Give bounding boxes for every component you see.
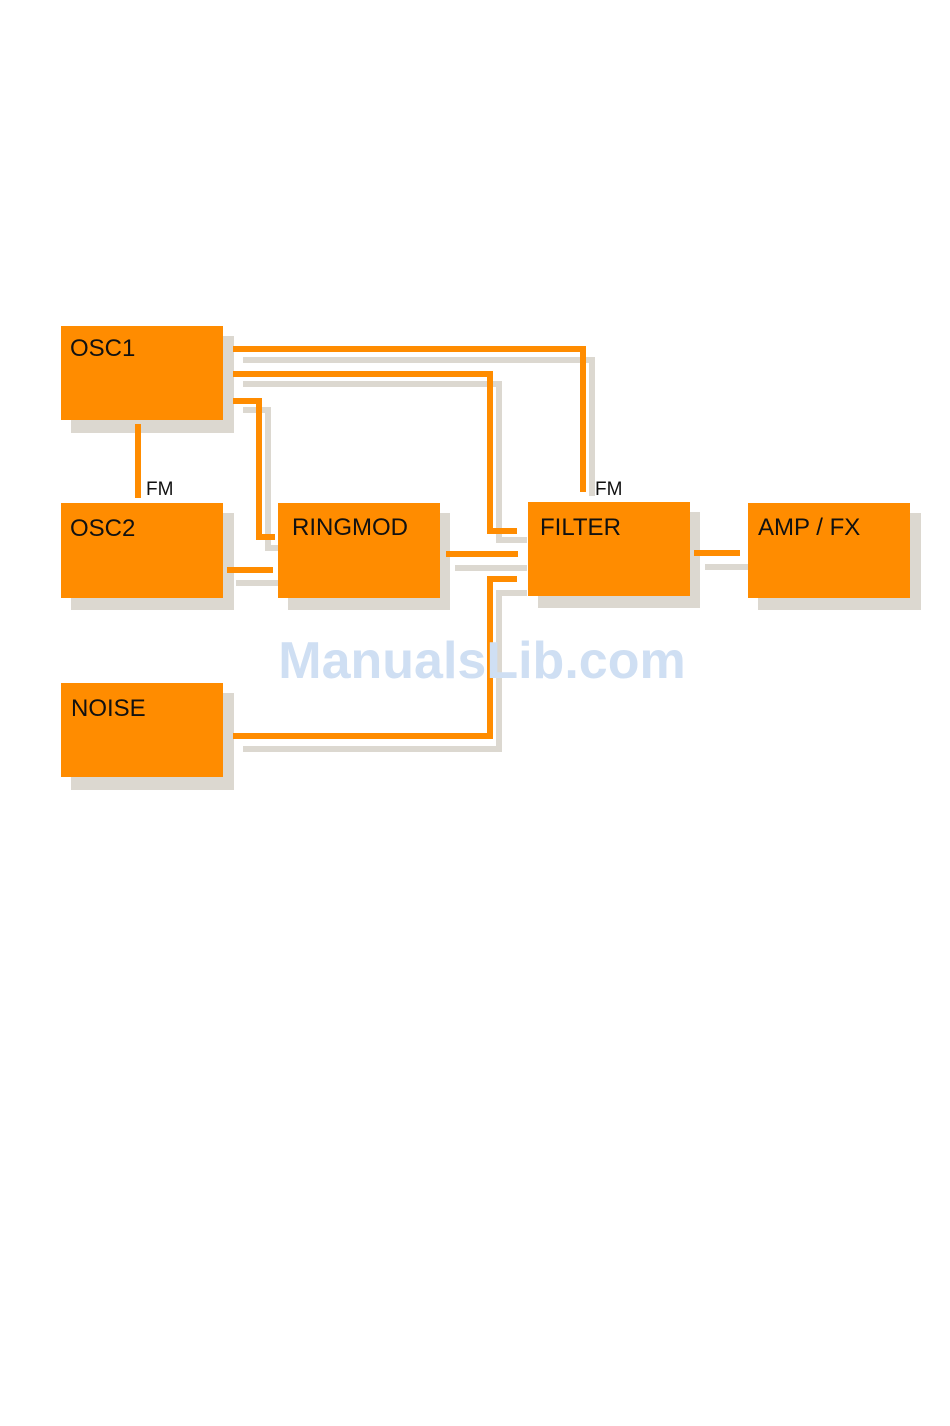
wire-osc1-filter-fm: [233, 349, 583, 492]
block-ringmod: RINGMOD: [278, 503, 440, 598]
block-noise: NOISE: [61, 683, 223, 777]
watermark: ManualsLib.com: [278, 632, 685, 690]
filter-label: FILTER: [540, 514, 621, 541]
ringmod-label: RINGMOD: [292, 514, 408, 541]
block-ampfx: AMP / FX: [748, 503, 910, 598]
block-osc2: OSC2: [61, 503, 223, 598]
fm-label-filter: FM: [595, 479, 622, 500]
shadow-osc1-ringmod: [243, 410, 282, 548]
ampfx-label: AMP / FX: [758, 514, 860, 541]
noise-label: NOISE: [71, 695, 146, 722]
osc2-label: OSC2: [70, 515, 135, 542]
osc1-label: OSC1: [70, 335, 135, 362]
shadow-osc1-filter-fm: [243, 360, 592, 496]
block-osc1: OSC1: [61, 326, 223, 420]
fm-label-osc: FM: [146, 479, 173, 500]
block-filter: FILTER: [528, 502, 690, 596]
